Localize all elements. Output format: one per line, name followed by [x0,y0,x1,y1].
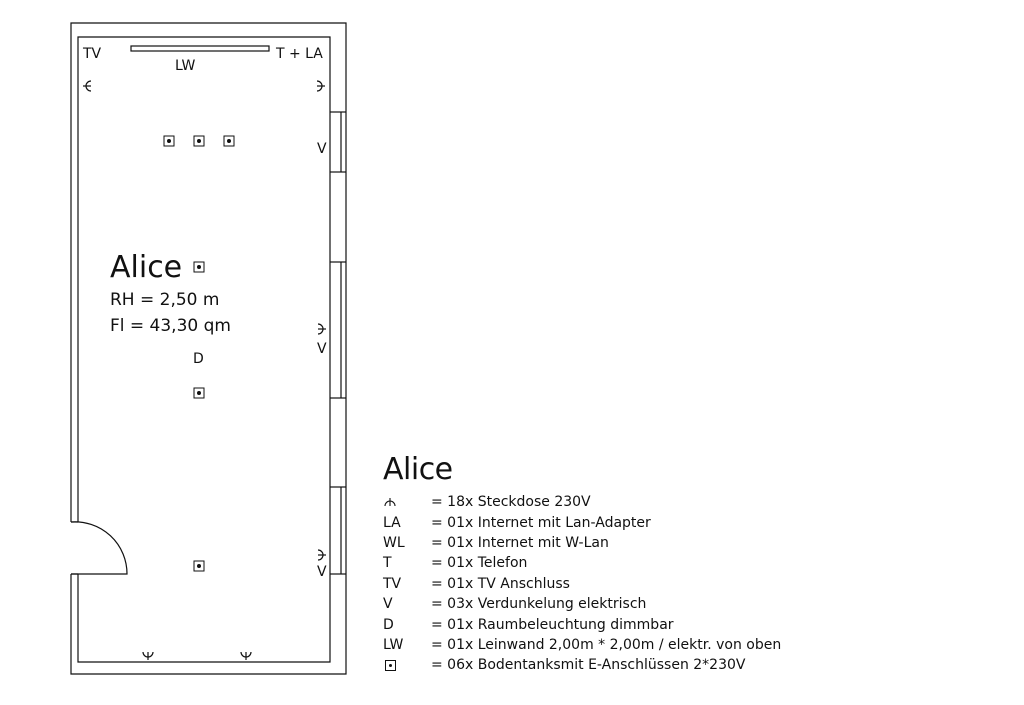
floor-tank-icon [163,135,175,147]
room-area: Fl = 43,30 qm [110,316,231,336]
room-name: Alice [110,250,182,285]
legend-item: WL = 01x Internet mit W-Lan [383,533,781,553]
label-d: D [193,351,204,367]
label-v: V [317,564,327,580]
legend-text: = 01x Raumbeleuchtung dimmbar [431,616,674,633]
legend-key: V [383,596,393,613]
legend-text: = 03x Verdunkelung elektrisch [431,596,647,613]
socket-icon [317,323,326,335]
window-1 [330,111,346,173]
legend-text: = 01x Internet mit W-Lan [431,534,609,551]
floor-tank-icon [193,261,205,273]
door-swing [70,521,128,575]
inner-wall [77,36,331,663]
legend-item: LA = 01x Internet mit Lan-Adapter [383,512,781,532]
socket-icon [317,549,326,561]
legend-text: = 06x Bodentanksmit E-Anschlüssen 2*230V [431,657,746,674]
legend-text: = 18x Steckdose 230V [431,494,591,511]
socket-icon [316,80,325,92]
legend-item: = 06x Bodentanksmit E-Anschlüssen 2*230V [383,655,781,675]
label-tv: TV [82,46,102,62]
legend-text: = 01x Leinwand 2,00m * 2,00m / elektr. v… [431,636,782,653]
legend-text: = 01x Internet mit Lan-Adapter [431,514,651,531]
legend-item: V = 03x Verdunkelung elektrisch [383,594,781,614]
socket-icon [83,80,92,92]
legend: Alice = 18x Steckdose 230V LA = 01x Intern… [383,452,781,676]
label-t-la: T + LA [275,46,323,62]
room-height: RH = 2,50 m [110,290,219,310]
legend-text: = 01x TV Anschluss [431,575,570,592]
legend-item: TV = 01x TV Anschluss [383,574,781,594]
floor-tank-icon [193,560,205,572]
outer-wall [70,22,347,675]
legend-key: D [383,616,394,633]
legend-text: = 01x Telefon [431,555,528,572]
legend-key: T [383,555,392,572]
window-3 [330,486,346,575]
legend-key: LA [383,514,401,531]
legend-item: LW = 01x Leinwand 2,00m * 2,00m / elektr.… [383,635,781,655]
label-v: V [317,141,327,157]
label-lw: LW [175,58,196,74]
legend-title: Alice [383,452,453,487]
socket-icon [240,651,252,660]
socket-icon [142,651,154,660]
floor-tank-icon [383,659,431,671]
legend-key: LW [383,636,404,653]
floor-tank-icon [193,387,205,399]
screen-lw [130,45,270,52]
socket-icon [383,495,431,509]
window-2 [330,261,346,399]
legend-item: = 18x Steckdose 230V [383,492,781,512]
label-v: V [317,341,327,357]
legend-item: D = 01x Raumbeleuchtung dimmbar [383,614,781,634]
floor-tank-icon [193,135,205,147]
legend-key: TV [383,575,402,592]
legend-item: T = 01x Telefon [383,553,781,573]
floor-tank-icon [223,135,235,147]
legend-key: WL [383,534,405,551]
